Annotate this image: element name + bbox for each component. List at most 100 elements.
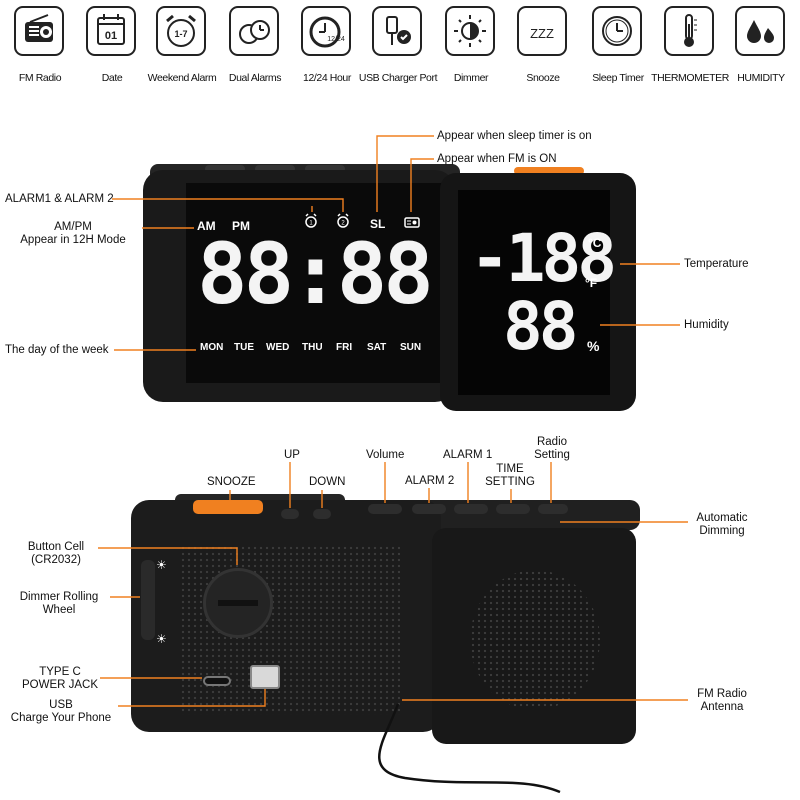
- weekend-alarm-icon: 1-7: [156, 6, 206, 56]
- percent-unit: %: [587, 338, 600, 354]
- hour-format-icon: 12/24: [301, 6, 351, 56]
- alarm-1-button: [454, 504, 488, 514]
- fahrenheit-unit: °F: [585, 276, 598, 290]
- calendar-glyph: 01: [105, 30, 117, 42]
- callout-alarms: ALARM1 & ALARM 2: [5, 193, 114, 205]
- weekday-wed: WED: [266, 342, 290, 353]
- brightness-down-icon: ☀: [156, 632, 167, 646]
- feature-label: 12/24 Hour: [303, 72, 351, 84]
- humidity-icon: [735, 6, 785, 56]
- type-c-port: [203, 676, 231, 686]
- callout-volume: Volume: [366, 449, 405, 461]
- svg-text:1: 1: [309, 221, 313, 227]
- volume-button: [368, 504, 402, 514]
- calendar-icon: 01: [86, 6, 136, 56]
- callout-radio-setting: Radio Setting: [534, 436, 570, 461]
- time-display: 88:88: [197, 225, 434, 323]
- am-indicator: AM: [197, 219, 216, 233]
- weekday-thu: THU: [302, 342, 323, 353]
- weekday-sat: SAT: [367, 342, 387, 353]
- callout-sleep-timer: Appear when sleep timer is on: [437, 130, 592, 142]
- callout-alarm-1: ALARM 1: [443, 449, 493, 461]
- feature-humidity: HUMIDITY: [726, 6, 796, 96]
- alarm-2-button: [412, 504, 446, 514]
- callout-usb: USB Charge Your Phone: [10, 699, 112, 724]
- clock-display: [186, 183, 448, 383]
- callout-dimmer-wheel: Dimmer Rolling Wheel: [19, 591, 99, 616]
- callout-button-cell: Button Cell (CR2032): [27, 541, 85, 566]
- callout-up: UP: [284, 449, 300, 461]
- callout-fm-on: Appear when FM is ON: [437, 153, 557, 165]
- feature-label: HUMIDITY: [737, 72, 785, 84]
- feature-label: Date: [101, 72, 123, 84]
- snooze-button-top: [514, 167, 584, 175]
- callout-snooze: SNOOZE: [207, 476, 256, 488]
- pm-indicator: PM: [232, 219, 250, 233]
- thermometer-icon: [664, 6, 714, 56]
- feature-12-24-hour: 12/24 12/24 Hour: [292, 6, 362, 96]
- feature-label: Dual Alarms: [228, 72, 282, 84]
- feature-fm-radio: FM Radio: [5, 6, 75, 96]
- callout-alarm-2: ALARM 2: [405, 475, 455, 487]
- humidity-display: 88: [503, 288, 579, 365]
- usb-port: [250, 665, 280, 689]
- feature-sleep-timer: Sleep Timer: [583, 6, 653, 96]
- feature-weekend-alarm: 1-7 Weekend Alarm: [147, 6, 217, 96]
- callout-weekday: The day of the week: [5, 344, 109, 356]
- radio-icon: [14, 6, 64, 56]
- dimmer-wheel: [141, 560, 155, 640]
- top-button: [305, 165, 345, 173]
- temperature-display-screen: [458, 190, 610, 395]
- usb-charger-icon: [372, 6, 422, 56]
- callout-down: DOWN: [309, 476, 346, 488]
- feature-dimmer: Dimmer: [436, 6, 506, 96]
- weekday-mon: MON: [200, 342, 224, 353]
- back-vent: [180, 545, 400, 715]
- feature-date: 01 Date: [77, 6, 147, 96]
- feature-label: Dimmer: [453, 72, 489, 84]
- time-setting-button: [496, 504, 530, 514]
- feature-thermometer: THERMOMETER: [651, 6, 729, 96]
- radio-setting-button: [538, 504, 568, 514]
- feature-label: Weekend Alarm: [147, 72, 217, 84]
- callout-temperature: Temperature: [684, 258, 749, 270]
- top-button: [255, 165, 295, 173]
- alarm-1-icon: 1: [305, 213, 317, 228]
- speaker-grille: [470, 570, 600, 710]
- snooze-glyph: ZZZ: [530, 26, 554, 41]
- temperature-display: -188: [470, 220, 617, 297]
- hour-format-glyph: 12/24: [327, 36, 345, 43]
- snooze-icon: ZZZ: [517, 6, 567, 56]
- snooze-button: [193, 500, 263, 514]
- weekday-sun: SUN: [400, 342, 422, 353]
- feature-label: Sleep Timer: [592, 72, 644, 84]
- callout-antenna: FM Radio Antenna: [697, 688, 747, 713]
- callout-type-c: TYPE C POWER JACK: [21, 666, 99, 691]
- sleep-timer-icon: [592, 6, 642, 56]
- feature-label: THERMOMETER: [651, 72, 729, 84]
- dual-alarm-icon: [229, 6, 279, 56]
- weekday-fri: FRI: [336, 342, 353, 353]
- svg-text:2: 2: [341, 221, 345, 227]
- feature-label: Snooze: [526, 72, 560, 84]
- fm-radio-indicator-icon: [404, 217, 420, 228]
- sleep-indicator: SL: [370, 217, 386, 231]
- weekday-tue: TUE: [234, 342, 254, 353]
- callout-ampm: AM/PM Appear in 12H Mode: [20, 221, 126, 246]
- up-button: [281, 509, 299, 519]
- brightness-up-icon: ☀: [156, 558, 167, 572]
- dimmer-icon: [445, 6, 495, 56]
- celsius-unit: °C: [588, 236, 602, 250]
- weekend-glyph: 1-7: [174, 29, 187, 39]
- alarm-2-icon: 2: [337, 213, 349, 228]
- callout-humidity: Humidity: [684, 319, 729, 331]
- feature-label: USB Charger Port: [358, 72, 438, 84]
- feature-label: FM Radio: [18, 72, 62, 84]
- feature-dual-alarms: Dual Alarms: [220, 6, 290, 96]
- top-button: [205, 165, 245, 173]
- callout-time-setting: TIME SETTING: [485, 463, 535, 488]
- down-button: [313, 509, 331, 519]
- button-cell-slot: [218, 600, 258, 606]
- feature-snooze: ZZZ Snooze: [508, 6, 578, 96]
